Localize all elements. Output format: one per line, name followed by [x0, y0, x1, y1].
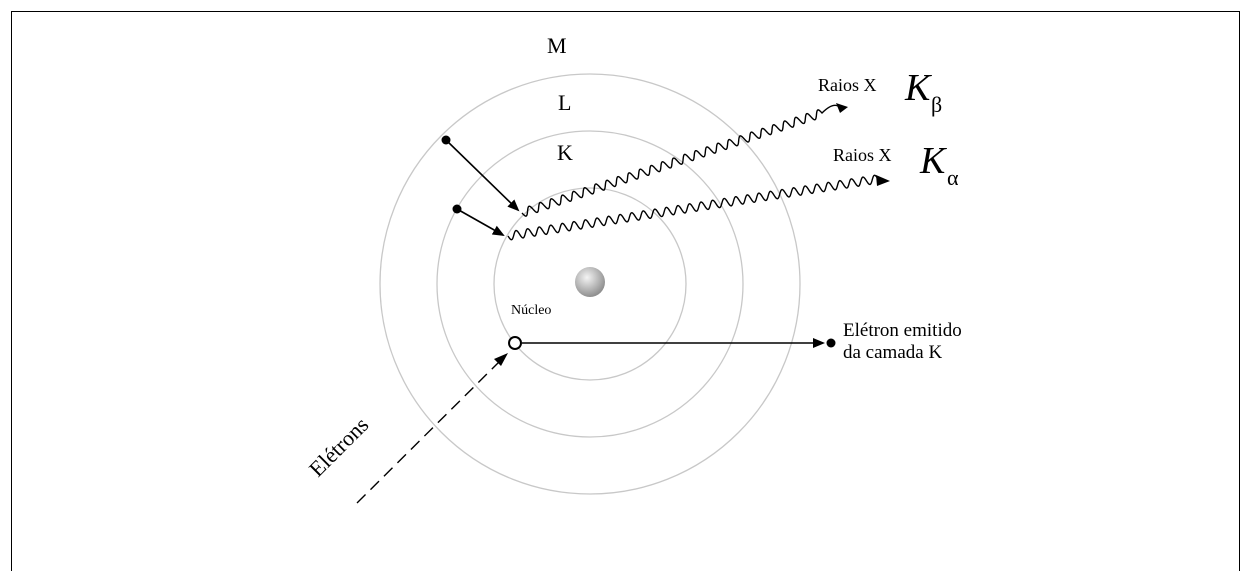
xray-k-beta-symbol: K: [904, 67, 932, 109]
shell-m-label: M: [547, 33, 567, 58]
emitted-electron-label-line1: Elétron emitido: [843, 320, 962, 341]
shell-m-circle: [379, 73, 801, 495]
incoming-electron-arrowhead: [494, 353, 508, 366]
shell-l-circle: [436, 130, 744, 438]
emitted-electron: [826, 338, 836, 348]
k-shell-vacancy: [508, 336, 522, 350]
xray-k-beta-subscript: β: [931, 92, 942, 117]
nucleus-label: Núcleo: [511, 303, 551, 318]
transition-arrow-l-to-k: [456, 208, 505, 236]
diagram-frame: [11, 11, 1240, 571]
incoming-electron-path: [356, 360, 501, 504]
electrons-label: Elétrons: [304, 412, 374, 482]
xray-k-alpha-arrowhead: [876, 175, 890, 186]
xray-k-alpha-symbol: K: [919, 140, 947, 182]
shell-k-label: K: [557, 140, 573, 165]
xray-k-beta-wave: [521, 104, 839, 217]
xray-k-alpha-wave: [507, 174, 879, 241]
xray-k-alpha-subscript: α: [947, 165, 959, 190]
nucleus-sphere: [575, 267, 605, 297]
transition-arrow-m-to-k: [445, 139, 520, 212]
xray-k-beta-prefix: Raios X: [818, 75, 877, 95]
emitted-electron-label-line2: da camada K: [843, 342, 942, 363]
xray-k-alpha-prefix: Raios X: [833, 145, 892, 165]
xray-k-beta-arrowhead: [836, 103, 848, 113]
shell-l-label: L: [558, 90, 571, 115]
shell-k-circle: [493, 187, 687, 381]
